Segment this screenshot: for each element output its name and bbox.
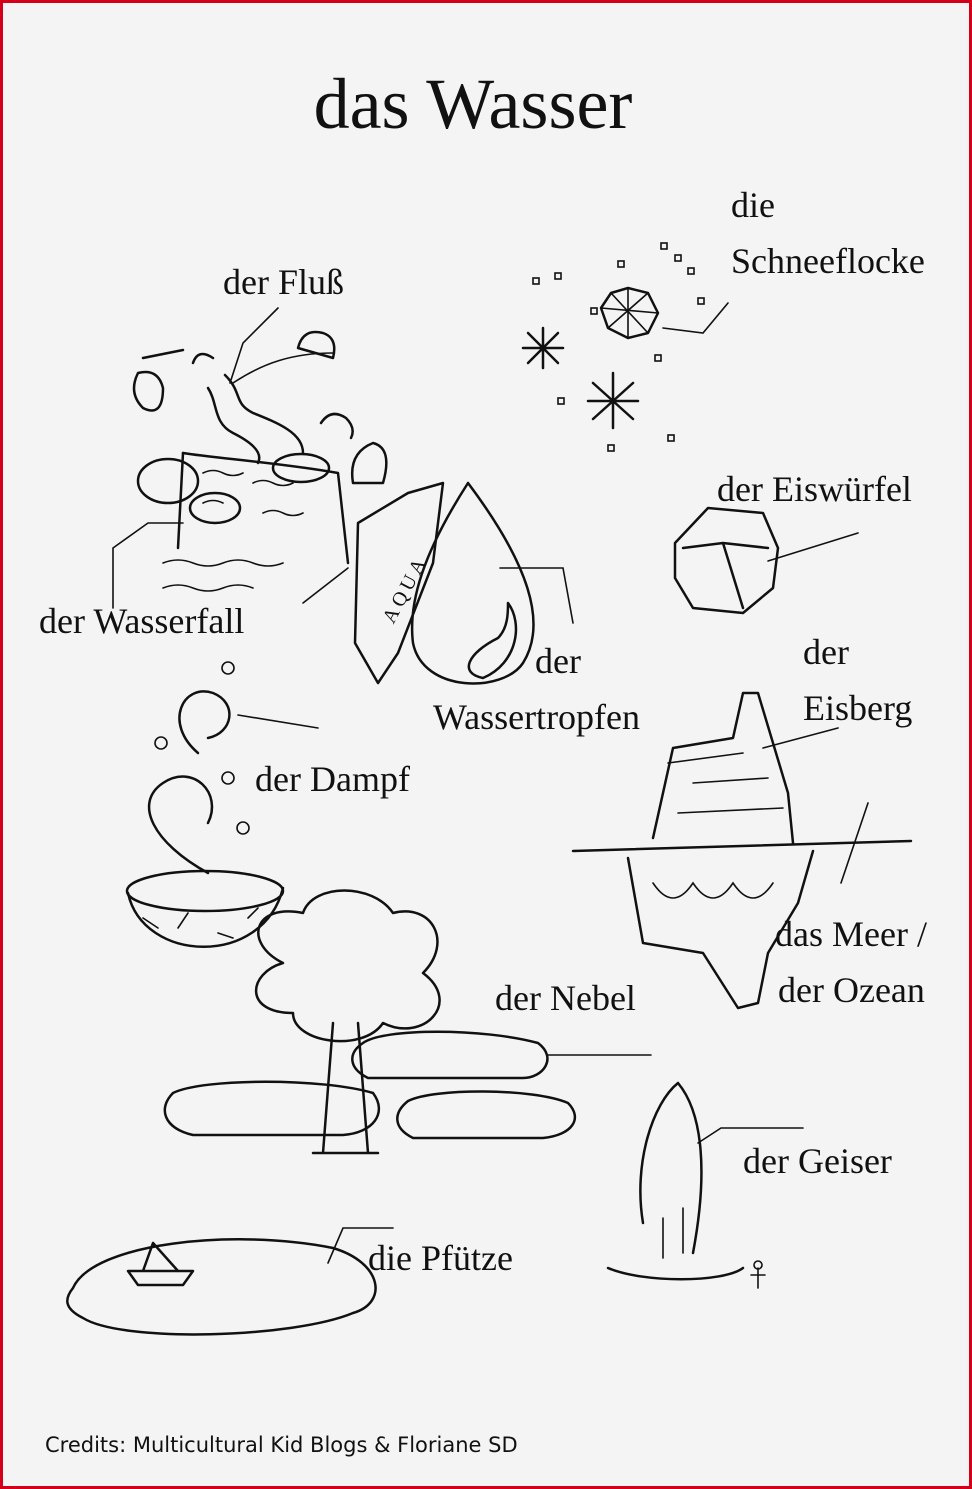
geyser-icon [606, 1081, 804, 1289]
illustrations [66, 242, 913, 1336]
label-nebel: der Nebel [495, 978, 636, 1018]
label-geiser: der Geiser [743, 1141, 892, 1181]
snowflake-icon [521, 242, 729, 452]
label-eisberg-article: der [803, 632, 849, 672]
label-dampf: der Dampf [255, 759, 410, 799]
label-wasserfall: der Wasserfall [39, 601, 245, 641]
puddle-boat-icon [66, 1227, 394, 1336]
label-meer: das Meer / [775, 914, 927, 954]
page-title: das Wasser [313, 64, 633, 144]
ice-cube-icon [673, 506, 859, 615]
label-eisberg: Eisberg [803, 688, 913, 728]
fog-tree-icon [163, 889, 652, 1155]
label-wassertropfen-article: der [535, 641, 581, 681]
river-icon [112, 307, 388, 609]
label-fluss: der Fluß [223, 262, 344, 302]
label-ozean: der Ozean [778, 970, 925, 1010]
label-eiswuerfel: der Eiswürfel [717, 469, 912, 509]
steam-bowl-icon [125, 661, 319, 948]
label-wassertropfen: Wassertropfen [433, 697, 641, 737]
label-pfuetze: die Pfütze [368, 1238, 513, 1278]
iceberg-icon [571, 691, 913, 1010]
label-schneeflocke-article: die [731, 185, 775, 225]
label-schneeflocke: Schneeflocke [731, 241, 925, 281]
water-drop-icon [353, 481, 574, 685]
credits-line: Credits: Multicultural Kid Blogs & Flori… [45, 1433, 518, 1457]
